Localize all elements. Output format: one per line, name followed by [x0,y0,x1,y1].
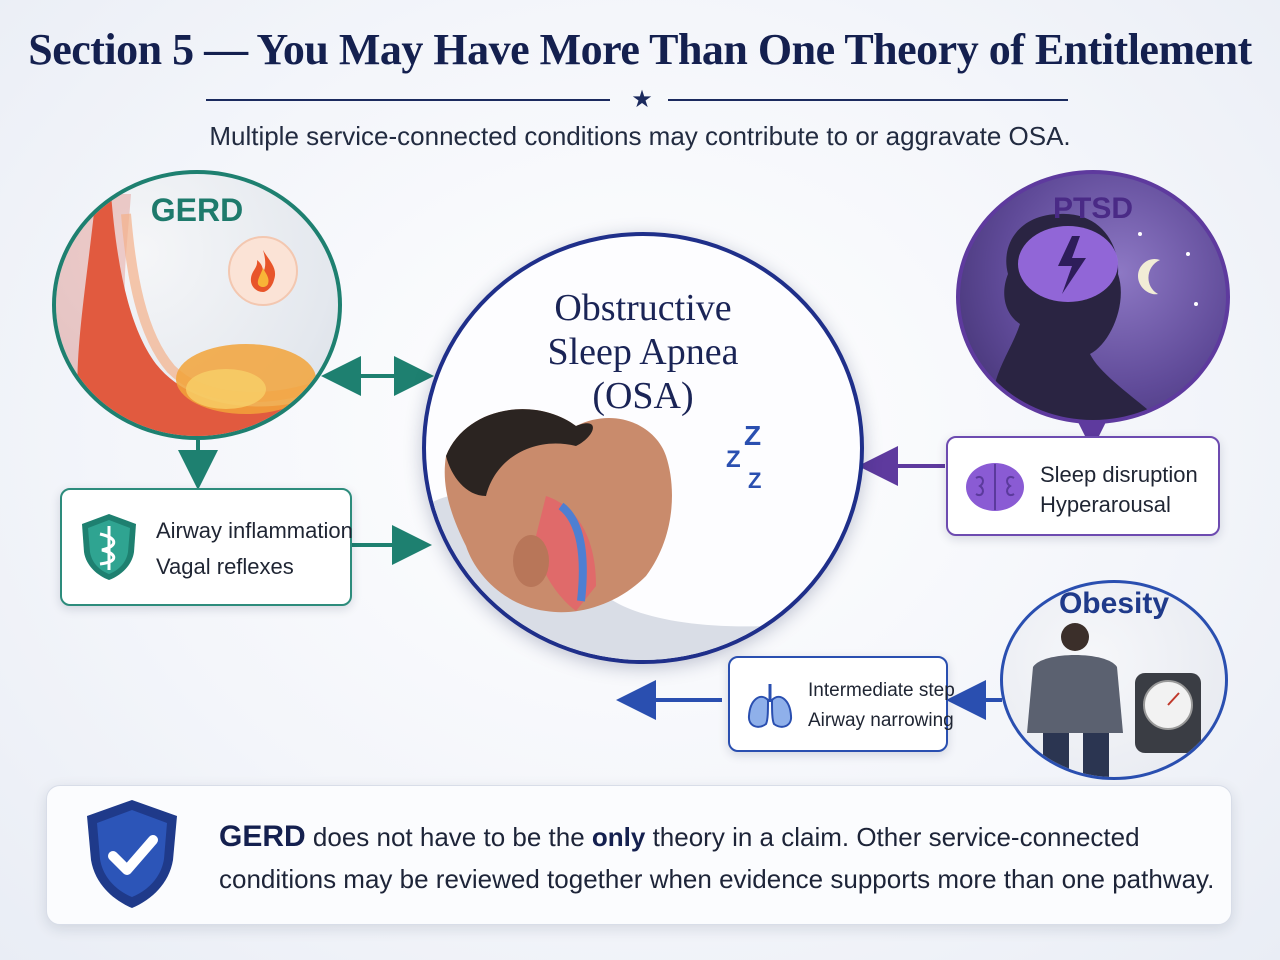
note-only-emphasis: only [591,822,646,852]
note-line-1: GERD does not have to be the only theory… [219,820,1140,854]
gerd-effects-box: Airway inflammation Vagal reflexes [60,488,353,606]
note-text-b: theory in a claim. Other service-connect… [645,822,1140,852]
obesity-effects-box: Intermediate step Airway narrowing [728,656,955,752]
osa-title: Obstructive Sleep Apnea (OSA) [426,286,860,418]
ptsd-circle: PTSD [956,170,1230,424]
note-gerd-emphasis: GERD [219,820,306,853]
gerd-effect-1: Airway inflammation [156,518,353,543]
gerd-label: GERD [150,192,244,228]
flame-icon [250,250,276,292]
title-divider-right [668,99,1068,101]
ptsd-effect-1: Sleep disruption [1040,462,1198,487]
ptsd-illustration [990,213,1198,420]
ptsd-effects-box: Sleep disruption Hyperarousal [946,436,1220,536]
title-divider-left [206,99,610,101]
gerd-effect-2: Vagal reflexes [156,554,294,579]
osa-title-line2: Sleep Apnea [547,331,739,373]
obesity-label: Obesity [1058,587,1170,620]
obesity-illustration [1027,623,1201,777]
shield-check-icon [87,800,177,908]
gerd-circle: GERD [52,170,342,440]
lungs-icon [747,684,793,728]
obesity-circle: Obesity [1000,580,1228,780]
ptsd-label: PTSD [1052,192,1133,225]
obesity-effect-2: Airway narrowing [808,710,954,731]
star-icon: ★ [631,86,653,113]
flame-badge [228,236,298,306]
osa-title-line3: (OSA) [592,375,694,417]
zzz-2: Z [726,446,741,473]
ptsd-effect-2: Hyperarousal [1040,492,1171,517]
zzz-1: Z [744,420,762,451]
sleeping-man-illustration [426,409,860,660]
obesity-effect-1: Intermediate step [808,680,955,701]
osa-circle: Obstructive Sleep Apnea (OSA) Z Z Z [422,232,864,664]
osa-title-line1: Obstructive [554,287,732,329]
note-text-a: does not have to be the [305,822,592,852]
shield-caduceus-icon [82,514,136,580]
brain-icon [966,463,1024,511]
zzz-3: Z [748,468,762,493]
stomach-illustration [56,194,338,436]
note-line-2: conditions may be reviewed together when… [219,864,1215,894]
summary-note: GERD does not have to be the only theory… [46,785,1232,925]
page-title: Section 5 — You May Have More Than One T… [28,25,1252,74]
page-subtitle: Multiple service-connected conditions ma… [209,121,1071,151]
